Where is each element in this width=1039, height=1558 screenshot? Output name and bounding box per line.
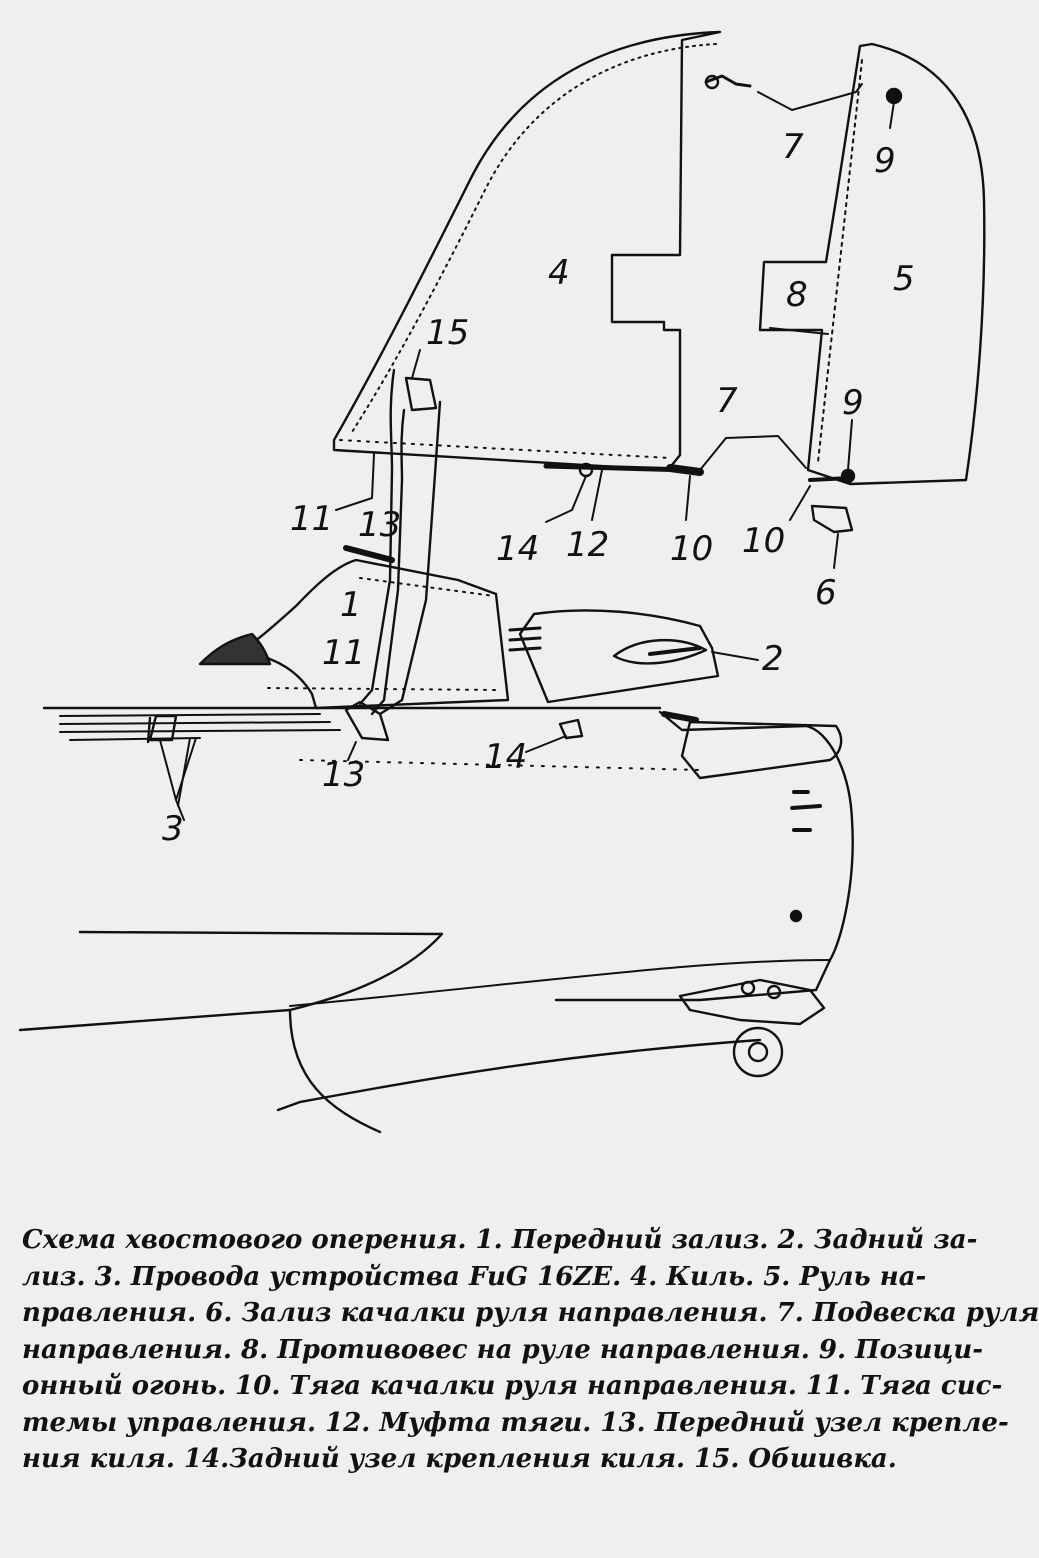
caption-line: правления. 6. Зализ качалки руля направл…	[22, 1298, 1039, 1328]
control-cable	[358, 368, 396, 706]
rear-fillet-fairing	[612, 638, 708, 665]
rudder-rod	[543, 463, 693, 473]
callout-7-top: 7	[782, 127, 804, 167]
tail-wheel-fork	[678, 978, 826, 1026]
caption-line: темы управления. 12. Муфта тяги. 13. Пер…	[22, 1407, 1009, 1438]
rear-fillet	[518, 609, 720, 704]
callout-4: 4	[548, 253, 570, 293]
front-fillet	[238, 558, 510, 710]
callout-9-bottom: 9	[842, 383, 864, 423]
callout-11-bottom: 11	[322, 633, 365, 673]
caption-line: лиз. 3. Провода устройства FuG 16ZE. 4. …	[22, 1261, 927, 1292]
callout-10-right: 10	[742, 521, 785, 561]
figure-caption: Схема хвостового оперения. 1. Передний з…	[22, 1222, 1039, 1478]
callout-10-left: 10	[670, 529, 713, 569]
callout-15: 15	[426, 313, 469, 353]
caption-line: направления. 8. Противовес на руле напра…	[22, 1334, 984, 1365]
callout-1: 1	[340, 585, 362, 625]
fin	[332, 30, 722, 472]
callout-6: 6	[815, 573, 837, 613]
stabilizer-upper	[18, 930, 444, 1032]
front-mount	[344, 700, 390, 742]
fillet-tip	[343, 545, 395, 563]
skin-panel	[404, 376, 438, 412]
caption-line: ния киля. 14.Задний узел крепления киля.…	[22, 1444, 897, 1474]
callout-3: 3	[162, 809, 184, 849]
callout-11-top: 11	[290, 499, 333, 539]
tail-unit-diagram: 1 2 3 4 5 6 7 7 8 9 9 10 10 11 11 12 13 …	[18, 30, 986, 1134]
fuselage-tail-cone	[554, 710, 854, 1002]
antenna-lead	[146, 714, 178, 744]
callout-2: 2	[762, 639, 784, 679]
upper-hinge	[704, 74, 752, 88]
callout-5: 5	[893, 259, 915, 299]
callout-8: 8	[786, 275, 808, 315]
stabilizer-lower	[276, 1038, 762, 1112]
rudder-rocker-fillet	[810, 504, 854, 534]
callout-7-bottom: 7	[716, 381, 738, 421]
position-light-top	[885, 87, 903, 105]
tail-wheel	[732, 1026, 784, 1078]
tail-fairing	[680, 720, 843, 780]
rear-mount	[558, 718, 584, 740]
callout-14-bottom: 14	[484, 737, 527, 777]
callout-9-top: 9	[874, 141, 896, 181]
callout-14-top: 14	[496, 529, 539, 569]
callout-13-top: 13	[358, 505, 401, 545]
caption-line: Схема хвостового оперения. 1. Передний з…	[22, 1225, 978, 1255]
callout-12: 12	[566, 525, 609, 565]
caption-line: онный огонь. 10. Тяга качалки руля напра…	[22, 1371, 1003, 1401]
stabilizer-sweep	[288, 1008, 382, 1134]
callout-13-bottom: 13	[322, 755, 365, 795]
